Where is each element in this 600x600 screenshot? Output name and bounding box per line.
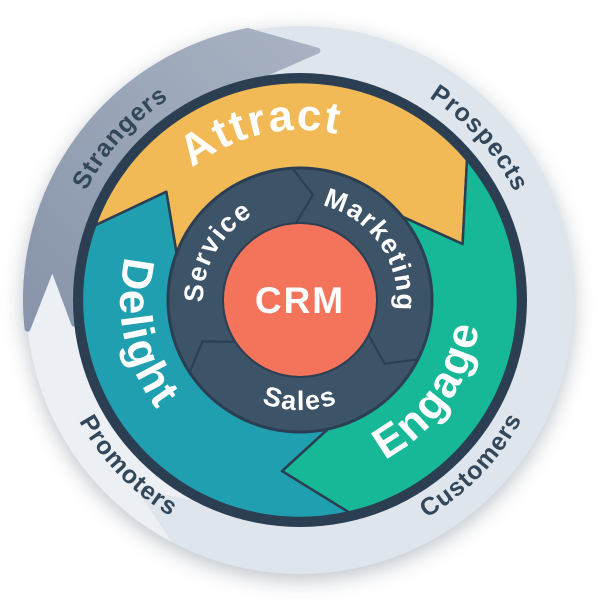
label-crm: CRM <box>255 280 345 321</box>
label-sales: Sales <box>260 380 338 416</box>
svg-text:Sales: Sales <box>260 380 340 416</box>
inner-ring-divider-left <box>188 340 237 373</box>
crm-circle <box>222 222 378 378</box>
inner-ring-divider-top <box>291 168 315 225</box>
inner-ring-divider-right <box>367 333 418 365</box>
outer-ring-lighter-arrow <box>27 265 194 542</box>
